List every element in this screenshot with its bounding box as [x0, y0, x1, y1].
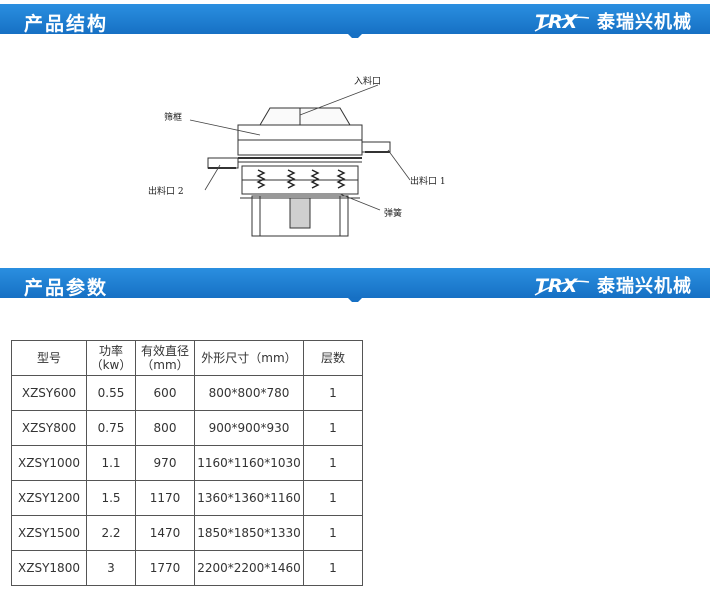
header-power: 功率 （kw）	[86, 340, 136, 376]
header-power-line2: （kw）	[90, 358, 132, 372]
cell-layers: 1	[303, 550, 363, 586]
cell-model: XZSY800	[11, 410, 87, 446]
cell-power: 0.55	[86, 375, 136, 411]
cell-diameter: 970	[135, 445, 195, 481]
table-row: XZSY1000 1.1 970 1160*1160*1030 1	[11, 445, 363, 481]
table-row: XZSY1200 1.5 1170 1360*1360*1160 1	[11, 480, 363, 516]
params-table: 型号 功率 （kw） 有效直径 （mm） 外形尺寸（mm） 层数 XZSY600…	[11, 340, 363, 586]
table-row: XZSY1800 3 1770 2200*2200*1460 1	[11, 550, 363, 586]
label-inlet: 入料口	[354, 77, 382, 87]
cell-model: XZSY1200	[11, 480, 87, 516]
cell-diameter: 1170	[135, 480, 195, 516]
label-frame: 筛框	[164, 113, 183, 123]
cell-layers: 1	[303, 410, 363, 446]
cell-layers: 1	[303, 515, 363, 551]
cell-size: 1360*1360*1160	[194, 480, 304, 516]
cell-model: XZSY1500	[11, 515, 87, 551]
cell-diameter: 600	[135, 375, 195, 411]
cell-size: 1850*1850*1330	[194, 515, 304, 551]
brand-block: TRX 泰瑞兴机械	[533, 8, 692, 34]
table-row: XZSY800 0.75 800 900*900*930 1	[11, 410, 363, 446]
cell-size: 2200*2200*1460	[194, 550, 304, 586]
svg-text:TRX: TRX	[535, 11, 579, 33]
header-layers: 层数	[303, 340, 363, 376]
banner-background	[0, 268, 710, 302]
label-outlet-1: 出料口 1	[410, 177, 446, 187]
cell-power: 1.1	[86, 445, 136, 481]
table-header-row: 型号 功率 （kw） 有效直径 （mm） 外形尺寸（mm） 层数	[11, 340, 363, 376]
cell-layers: 1	[303, 480, 363, 516]
cell-size: 1160*1160*1030	[194, 445, 304, 481]
section-title-structure: 产品结构	[24, 13, 109, 35]
structure-section-banner: 产品结构 TRX 泰瑞兴机械	[0, 4, 710, 38]
cell-size: 800*800*780	[194, 375, 304, 411]
structure-diagram: 入料口 筛框 出料口 1 出料口 2 弹簧	[140, 70, 470, 265]
cell-model: XZSY1000	[11, 445, 87, 481]
cell-power: 0.75	[86, 410, 136, 446]
params-section-banner: 产品参数 TRX 泰瑞兴机械	[0, 268, 710, 302]
header-diameter-line1: 有效直径	[140, 344, 189, 358]
cell-model: XZSY1800	[11, 550, 87, 586]
cell-power: 1.5	[86, 480, 136, 516]
cell-diameter: 1470	[135, 515, 195, 551]
brand-block: TRX 泰瑞兴机械	[533, 272, 692, 298]
cell-model: XZSY600	[11, 375, 87, 411]
header-diameter: 有效直径 （mm）	[135, 340, 195, 376]
table-row: XZSY600 0.55 600 800*800*780 1	[11, 375, 363, 411]
sieve-machine-drawing	[189, 84, 411, 237]
cell-layers: 1	[303, 375, 363, 411]
trx-logo-icon: TRX	[534, 11, 590, 33]
svg-text:TRX: TRX	[535, 275, 579, 297]
header-diameter-line2: （mm）	[141, 358, 189, 372]
banner-background	[0, 4, 710, 38]
trx-logo-icon: TRX	[534, 275, 590, 297]
cell-size: 900*900*930	[194, 410, 304, 446]
header-model: 型号	[11, 340, 87, 376]
section-title-params: 产品参数	[24, 277, 109, 299]
cell-layers: 1	[303, 445, 363, 481]
header-power-line1: 功率	[98, 344, 123, 358]
cell-power: 3	[86, 550, 136, 586]
label-outlet-2: 出料口 2	[148, 187, 184, 197]
cell-diameter: 1770	[135, 550, 195, 586]
cell-diameter: 800	[135, 410, 195, 446]
label-spring: 弹簧	[384, 209, 403, 219]
brand-name: 泰瑞兴机械	[597, 276, 692, 297]
table-row: XZSY1500 2.2 1470 1850*1850*1330 1	[11, 515, 363, 551]
brand-name: 泰瑞兴机械	[597, 12, 692, 33]
cell-power: 2.2	[86, 515, 136, 551]
header-size: 外形尺寸（mm）	[194, 340, 304, 376]
